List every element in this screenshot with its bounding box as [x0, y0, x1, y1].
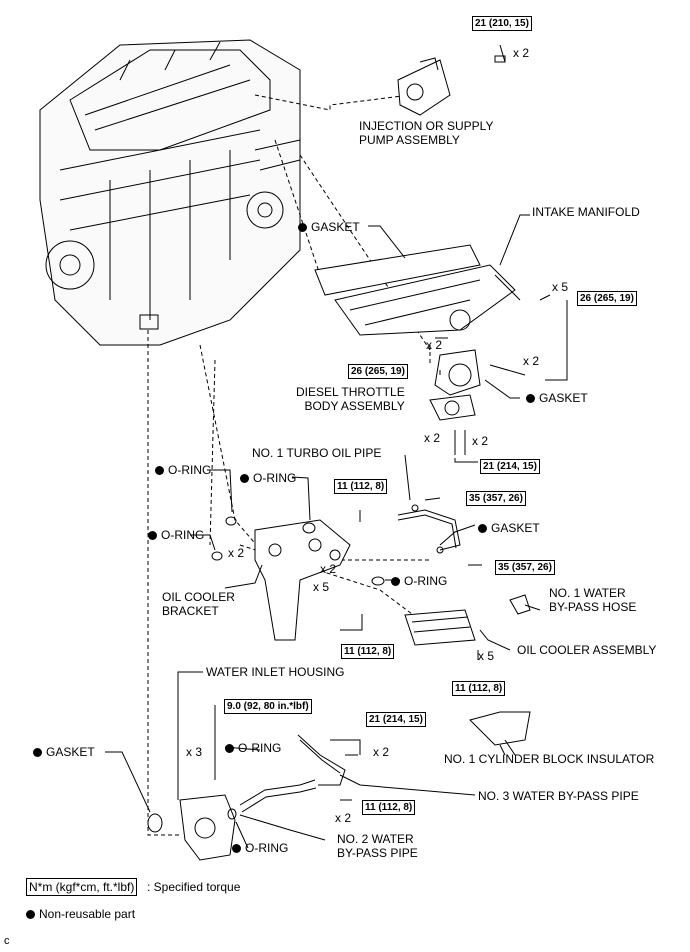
torque-pipe3: 21 (214, 15): [366, 712, 426, 727]
qty-manifold-nut: x 2: [426, 338, 443, 352]
diesel-throttle-label: DIESEL THROTTLE BODY ASSEMBLY: [296, 385, 405, 413]
nonreusable-dot-icon: [225, 744, 234, 753]
oring-1-label: O-RING: [155, 463, 211, 477]
oring-6-label: O-RING: [232, 841, 288, 855]
water-bypass-pipes-illustration: [239, 734, 358, 813]
legend-nonreusable: Non-reusable part: [26, 907, 135, 921]
torque-bracket-top: 11 (112, 8): [334, 479, 388, 494]
nonreusable-dot-icon: [232, 844, 241, 853]
qty-manifold-stud: x 2: [523, 354, 540, 368]
gasket-throttle-label: GASKET: [526, 391, 588, 405]
water-bypass-hose-label: NO. 1 WATER BY-PASS HOSE: [549, 586, 637, 614]
legend-torque-unit: N*m (kgf*cm, ft.*lbf): [26, 878, 138, 896]
torque-throttle: 21 (214, 15): [480, 459, 540, 474]
dashed-leaders: [147, 94, 456, 836]
intake-manifold-illustration: [314, 244, 551, 376]
torque-turbo-b: 35 (357, 26): [495, 560, 555, 575]
nonreusable-dot-icon: [391, 577, 400, 586]
qty-pipe2: x 2: [335, 811, 352, 825]
nonreusable-dot-icon: [155, 466, 164, 475]
torque-manifold-b: 26 (265, 19): [348, 364, 408, 379]
nonreusable-dot-icon: [148, 531, 157, 540]
qty-pipe3: x 2: [373, 745, 390, 759]
water-bypass-hose-illustration: [509, 594, 531, 615]
engine-block-illustration: [39, 39, 301, 346]
oring-4-label: O-RING: [391, 574, 447, 588]
torque-pump: 21 (210, 15): [472, 16, 532, 31]
oil-cooler-assembly-label: OIL COOLER ASSEMBLY: [517, 643, 657, 657]
water-inlet-housing-label: WATER INLET HOUSING: [206, 665, 345, 679]
cylinder-block-insulator-label: NO. 1 CYLINDER BLOCK INSULATOR: [444, 752, 655, 766]
qty-cooler: x 5: [478, 649, 495, 663]
qty-bracket-x5: x 5: [313, 580, 330, 594]
intake-manifold-label: INTAKE MANIFOLD: [532, 205, 640, 219]
qty-pump: x 2: [513, 46, 530, 60]
torque-inlet: 9.0 (92, 80 in.*lbf): [224, 699, 312, 714]
turbo-oil-pipe-label: NO. 1 TURBO OIL PIPE: [252, 446, 382, 460]
qty-throttle-a: x 2: [424, 431, 441, 445]
callout-leaders: [105, 214, 568, 849]
torque-pipe2: 11 (112, 8): [362, 800, 416, 815]
oring-3-label: O-RING: [148, 528, 204, 542]
oil-cooler-bracket-illustration: [211, 510, 385, 641]
water-inlet-housing-illustration: [147, 765, 237, 861]
nonreusable-dot-icon: [526, 394, 535, 403]
torque-manifold-a: 26 (265, 19): [577, 291, 637, 306]
qty-manifold: x 5: [552, 280, 569, 294]
qty-inlet: x 3: [186, 745, 203, 759]
legend-torque-desc: : Specified torque: [147, 880, 241, 894]
injection-pump-label: INJECTION OR SUPPLY PUMP ASSEMBLY: [359, 119, 494, 147]
torque-cooler: 11 (112, 8): [452, 681, 506, 696]
cylinder-block-insulator-illustration: [469, 711, 531, 756]
oil-cooler-bracket-label: OIL COOLER BRACKET: [162, 590, 235, 618]
oil-cooler-assembly-illustration: [404, 609, 479, 660]
torque-bracket-bottom: 11 (112, 8): [341, 644, 395, 659]
throttle-body-illustration: [429, 349, 481, 455]
qty-bracket-oring: x 2: [228, 546, 245, 560]
gasket-inlet-label: GASKET: [33, 745, 95, 759]
injection-pump-illustration: [397, 44, 506, 116]
water-bypass-pipe3-label: NO. 3 WATER BY-PASS PIPE: [478, 789, 639, 803]
corner-code: c: [4, 935, 10, 947]
qty-throttle-b: x 2: [472, 434, 489, 448]
qty-bracket-x2: x 2: [320, 562, 337, 576]
torque-turbo-a: 35 (357, 26): [466, 491, 526, 506]
nonreusable-dot-icon: [240, 474, 249, 483]
oring-5-label: O-RING: [225, 741, 281, 755]
nonreusable-dot-icon: [33, 748, 42, 757]
water-bypass-pipe2-label: NO. 2 WATER BY-PASS PIPE: [337, 832, 418, 860]
nonreusable-dot-icon: [26, 910, 35, 919]
gasket-manifold-label: GASKET: [298, 220, 360, 234]
turbo-oil-pipe-illustration: [397, 497, 482, 566]
gasket-turbo-label: GASKET: [478, 521, 540, 535]
oring-2-label: O-RING: [240, 471, 296, 485]
nonreusable-dot-icon: [478, 524, 487, 533]
nonreusable-dot-icon: [298, 223, 307, 232]
